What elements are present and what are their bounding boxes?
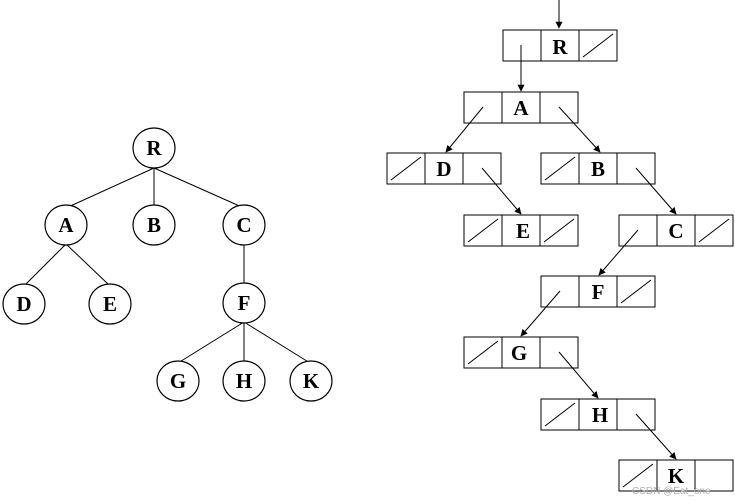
linked-node-H: H <box>540 398 656 431</box>
linked-node-label: E <box>516 219 530 243</box>
null-slash <box>467 218 499 243</box>
null-slash <box>390 156 422 181</box>
null-slash <box>543 218 575 243</box>
data-cell <box>540 29 580 62</box>
data-cell <box>656 459 696 492</box>
data-cell <box>501 214 541 247</box>
linked-node-R: R <box>502 29 618 62</box>
pointer-arrow-G-H <box>558 351 599 399</box>
tree-node-G: G <box>156 360 200 402</box>
linked-node-label: G <box>511 341 527 365</box>
linked-node-E: E <box>463 214 579 247</box>
tree-node-E: E <box>88 283 132 325</box>
linked-node-B: B <box>540 152 656 185</box>
data-cell <box>578 152 618 185</box>
tree-node-label: A <box>58 213 74 237</box>
data-cell <box>501 91 541 124</box>
tree-node-label: G <box>170 369 186 393</box>
tree-node-F: F <box>222 282 266 324</box>
tree-node-label: R <box>146 136 162 160</box>
linked-node-label: H <box>592 403 608 427</box>
linked-node-label: K <box>668 464 685 488</box>
data-cell <box>501 336 541 369</box>
pointer-arrow-A-B <box>558 106 601 153</box>
tree-edge-F-G <box>177 321 245 364</box>
linked-node-label: B <box>591 157 605 181</box>
pointer-arrow-A-D <box>445 106 484 153</box>
tree-node-K: K <box>289 360 333 402</box>
null-slash <box>622 463 654 488</box>
tree-node-C: C <box>222 204 266 246</box>
data-cell <box>656 214 696 247</box>
pointer-arrow-B-C <box>635 167 677 215</box>
tree-node-label: H <box>236 369 252 393</box>
tree-edge-R-A <box>65 167 155 209</box>
linked-node-label: C <box>668 219 683 243</box>
null-slash <box>544 402 576 427</box>
pointer-arrow-C-F <box>598 229 639 276</box>
linked-node-C: C <box>618 214 734 247</box>
general-tree: R A B C D E F G <box>2 127 333 402</box>
pointer-arrow-F-G <box>520 290 561 337</box>
tree-node-B: B <box>132 204 176 246</box>
tree-node-label: C <box>236 213 251 237</box>
linked-node-G: G <box>463 336 579 369</box>
tree-node-D: D <box>2 283 46 325</box>
tree-node-label: K <box>303 369 320 393</box>
left-child-pointer-cell <box>502 29 542 62</box>
null-slash <box>544 156 576 181</box>
linked-node-label: A <box>513 96 529 120</box>
tree-edge-A-D <box>25 243 67 285</box>
pointer-arrow-D-E <box>481 167 522 215</box>
null-pointer-cell <box>694 459 734 492</box>
watermark: CSDN @Eat_one <box>632 486 711 497</box>
linked-node-D: D <box>386 152 502 185</box>
tree-node-H: H <box>222 360 266 402</box>
tree-edge-F-K <box>243 321 311 364</box>
linked-node-A: A <box>463 91 579 124</box>
linked-node-F: F <box>540 275 656 308</box>
tree-node-A: A <box>44 204 88 246</box>
linked-node-label: F <box>592 280 605 304</box>
tree-node-R: R <box>132 127 176 169</box>
tree-edge-A-E <box>65 243 109 285</box>
null-slash <box>582 33 614 58</box>
data-cell <box>424 152 464 185</box>
tree-node-label: F <box>238 291 251 315</box>
tree-edge-R-C <box>153 167 245 209</box>
linked-node-label: D <box>436 157 451 181</box>
pointer-arrow-H-K <box>635 413 677 460</box>
tree-node-label: D <box>16 292 31 316</box>
null-slash <box>620 279 652 304</box>
binary-tree-linked: R A D B <box>386 0 734 492</box>
sibling-pointer-cell <box>616 398 656 431</box>
tree-node-label: E <box>103 292 117 316</box>
null-slash <box>698 218 730 243</box>
linked-node-label: R <box>552 35 568 59</box>
linked-node-K: K <box>618 459 734 492</box>
null-slash <box>467 340 499 365</box>
data-cell <box>578 275 618 308</box>
tree-node-label: B <box>147 213 161 237</box>
